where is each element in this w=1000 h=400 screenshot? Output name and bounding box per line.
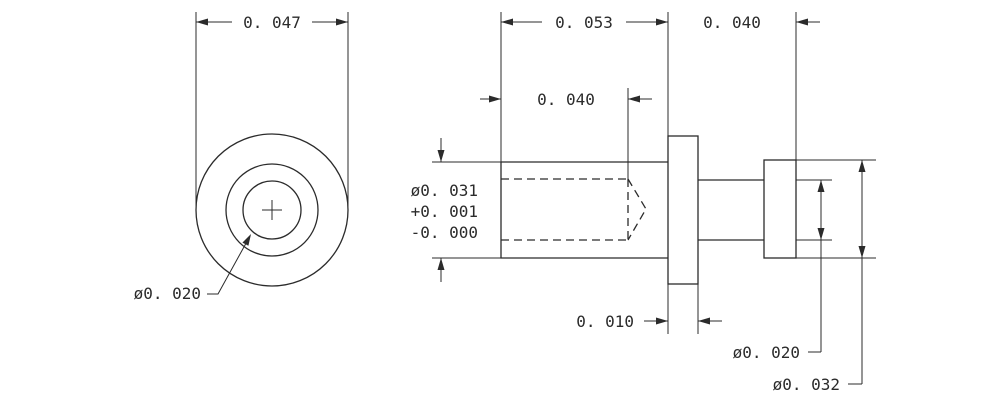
arrowhead bbox=[796, 18, 808, 26]
head bbox=[763, 159, 797, 259]
arrowhead bbox=[656, 18, 668, 26]
arrowhead bbox=[196, 18, 208, 26]
end-bore-dimension: ø0. 020 bbox=[134, 284, 201, 303]
arrowhead bbox=[858, 160, 866, 172]
tip-length-dimension: 0. 040 bbox=[703, 13, 761, 32]
neck-diameter-dimension: ø0. 020 bbox=[733, 343, 800, 362]
bore-depth-dimension: 0. 040 bbox=[537, 90, 595, 109]
flange bbox=[667, 135, 699, 285]
end-width-dimension: 0. 047 bbox=[243, 13, 301, 32]
arrowhead bbox=[437, 258, 445, 270]
arrowhead bbox=[501, 18, 513, 26]
bore-tolerance-plus: +0. 001 bbox=[411, 202, 478, 221]
arrowhead bbox=[817, 180, 825, 192]
arrowhead bbox=[817, 228, 825, 240]
arrowhead bbox=[336, 18, 348, 26]
bore-leader bbox=[207, 235, 251, 295]
arrowhead bbox=[698, 317, 710, 325]
arrowhead bbox=[242, 234, 251, 246]
end-view: 0. 047 ø0. 020 bbox=[134, 12, 349, 303]
middle-circle bbox=[225, 163, 319, 257]
arrowhead bbox=[437, 150, 445, 162]
flange-thickness-dimension: 0. 010 bbox=[576, 312, 634, 331]
head-diameter-dimension: ø0. 032 bbox=[773, 375, 840, 394]
arrowhead bbox=[858, 246, 866, 258]
body-length-dimension: 0. 053 bbox=[555, 13, 613, 32]
bore-tolerance-minus: -0. 000 bbox=[411, 223, 478, 242]
arrowhead bbox=[489, 95, 501, 103]
arrowhead bbox=[656, 317, 668, 325]
side-view: 0. 053 0. 040 0. 040 ø0. 031 +0. 001 -0.… bbox=[411, 12, 876, 394]
bore-circle bbox=[242, 180, 302, 240]
bore-diameter-dimension: ø0. 031 bbox=[411, 181, 478, 200]
body-outline bbox=[500, 161, 668, 259]
arrowhead bbox=[628, 95, 640, 103]
hidden-drill-point bbox=[627, 178, 647, 241]
